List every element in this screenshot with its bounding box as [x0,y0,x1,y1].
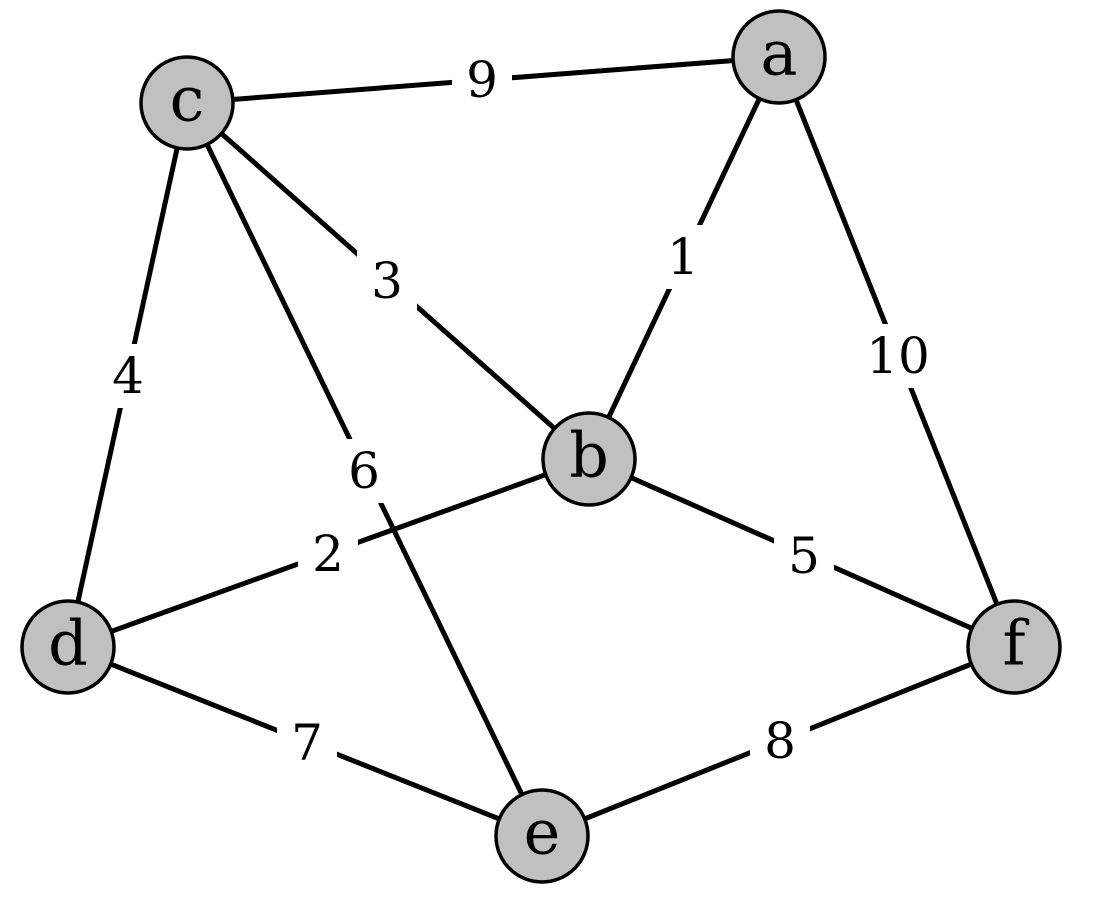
edge-weight-b-f: 5 [788,527,820,585]
edge-weights-layer: 9 1 10 3 4 62 5 7 8 [98,48,933,775]
edge-weight-background [653,225,713,289]
edge-weight-background [98,344,158,408]
node-label: c [170,63,205,136]
edge-weight-background [277,711,337,775]
edge-weight-background [863,324,933,388]
edge-weight-a-f: 10 [866,327,930,385]
edge-weight-e-f: 8 [764,712,796,770]
edge-weight-d-e: 7 [291,714,323,772]
node-circle [966,599,1062,695]
edge-weight-c-e: 6 [348,442,380,500]
edges-layer [65,54,1017,839]
node-f: f [966,599,1062,695]
edge-weight-c-b: 3 [371,252,403,310]
edge-weight-a-b: 1 [667,228,699,286]
node-circle [731,9,827,105]
nodes-layer: a b c d e f [20,9,1062,884]
node-label: d [48,607,88,680]
edge-weight-background [774,524,834,588]
node-c: c [139,55,235,151]
node-circle [139,55,235,151]
edge-weight-c-d: 4 [112,347,144,405]
edge-weight-background [334,439,394,503]
node-a: a [731,9,827,105]
node-circle [541,411,637,507]
node-b: b [541,411,637,507]
node-label: b [569,419,609,492]
edge-weight-b-d: 2 [312,525,344,583]
edge-weight-background [452,48,512,112]
node-label: e [524,796,561,869]
node-circle [20,599,116,695]
node-e: e [494,788,590,884]
edge-weight-background [298,522,358,586]
node-label: a [761,17,798,90]
edge-weight-background [357,249,417,313]
node-d: d [20,599,116,695]
edge-weight-c-a: 9 [466,51,498,109]
node-circle [494,788,590,884]
edge-weight-background [750,709,810,773]
node-label: f [1003,607,1030,680]
